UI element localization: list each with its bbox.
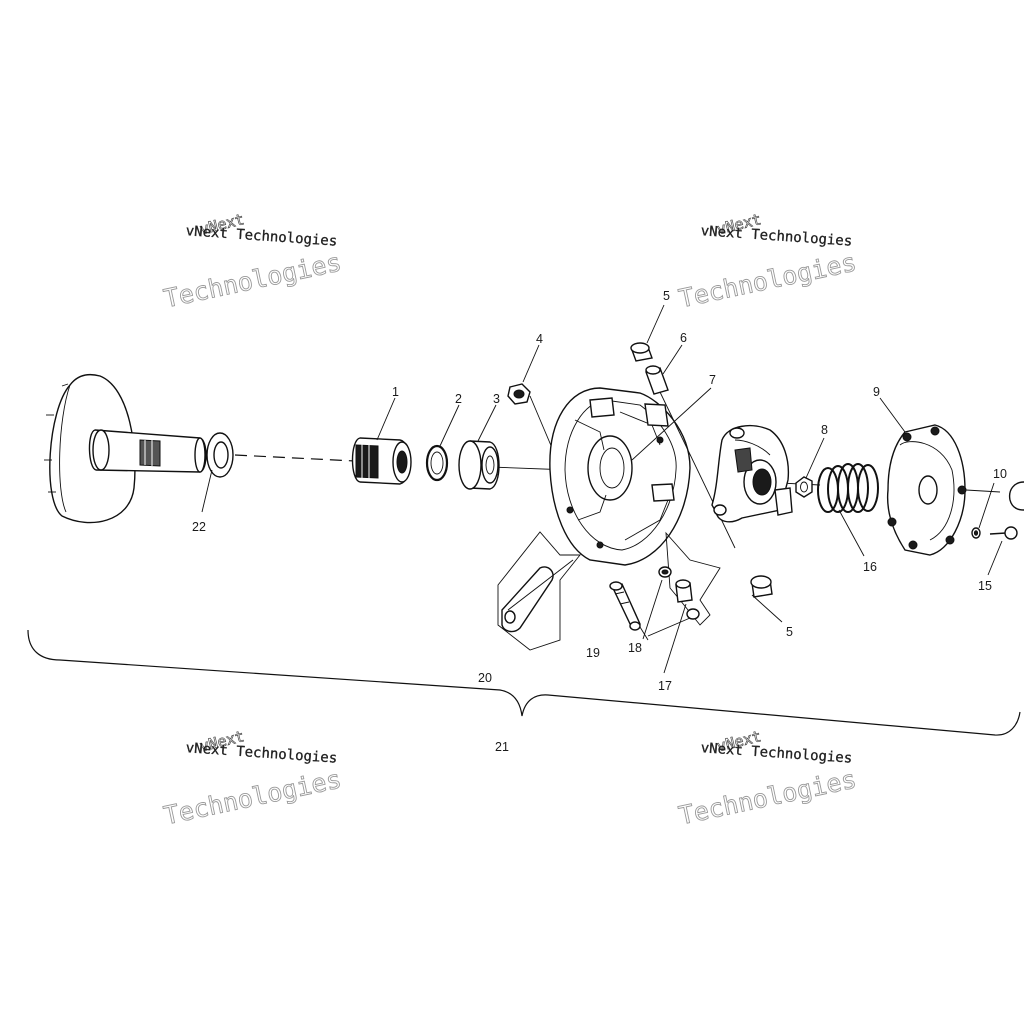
part-16-spring — [817, 463, 879, 513]
part-5-cap-upper — [630, 342, 653, 362]
callout-5-lower: 5 — [786, 625, 793, 639]
callout-7: 7 — [709, 373, 716, 387]
watermark-technologies-text: Technologies — [161, 248, 344, 314]
part-15-screw — [989, 526, 1018, 540]
part-20-shoe — [497, 531, 721, 651]
watermark-top-left: vNext vNext Technologies Technologies — [161, 210, 345, 314]
callout-1: 1 — [392, 385, 399, 399]
callout-17: 17 — [658, 679, 672, 693]
callout-10: 10 — [993, 467, 1007, 481]
callout-19: 19 — [586, 646, 600, 660]
callout-2: 2 — [455, 392, 462, 406]
watermark-top-right: vNext vNext Technologies Technologies — [676, 210, 860, 314]
callout-4: 4 — [536, 332, 543, 346]
part-5-cap-lower — [750, 575, 773, 598]
callout-3: 3 — [493, 392, 500, 406]
callout-20: 20 — [478, 671, 492, 685]
callout-18: 18 — [628, 641, 642, 655]
callout-5-upper: 5 — [663, 289, 670, 303]
moveable-sheave — [549, 387, 691, 566]
assembly-bracket — [27, 629, 1021, 736]
part-22-washer — [206, 432, 234, 478]
callout-21: 21 — [495, 740, 509, 754]
part-6-roller — [645, 365, 736, 549]
part-8-washer — [795, 476, 813, 498]
part-9-cover — [886, 424, 967, 556]
watermark-company-text: vNext Technologies — [700, 740, 852, 767]
part-17-bushings — [675, 579, 700, 620]
callout-15: 15 — [978, 579, 992, 593]
watermark-technologies-text: Technologies — [676, 248, 859, 314]
watermark-company-text: vNext Technologies — [185, 223, 337, 250]
offscreen-part-edge — [1008, 481, 1024, 511]
callout-16: 16 — [863, 560, 877, 574]
callout-9: 9 — [873, 385, 880, 399]
part-3-sleeve — [458, 440, 500, 490]
part-19-bolt — [609, 581, 641, 631]
callout-labels: 1 2 3 4 5 5 6 7 8 9 10 15 16 17 18 19 20… — [192, 289, 1007, 754]
callout-22: 22 — [192, 520, 206, 534]
part-1-spider — [351, 437, 412, 485]
part-18-bushing — [658, 566, 672, 578]
callout-8: 8 — [821, 423, 828, 437]
part-4-nut — [507, 383, 556, 456]
part-10-washer — [971, 527, 981, 539]
watermark-company-text: vNext Technologies — [185, 740, 337, 767]
watermark-company-text: vNext Technologies — [700, 223, 852, 250]
leader-lines — [201, 304, 1003, 674]
watermark-bottom-right: vNext vNext Technologies Technologies — [676, 727, 860, 831]
stationary-sheave-with-post — [44, 373, 207, 524]
part-2-ring — [425, 444, 449, 482]
watermark-technologies-text: Technologies — [676, 765, 859, 831]
callout-6: 6 — [680, 331, 687, 345]
spider-arm-assembly — [711, 424, 793, 523]
watermark-bottom-left: vNext vNext Technologies Technologies — [161, 727, 345, 831]
watermark-technologies-text: Technologies — [161, 765, 344, 831]
